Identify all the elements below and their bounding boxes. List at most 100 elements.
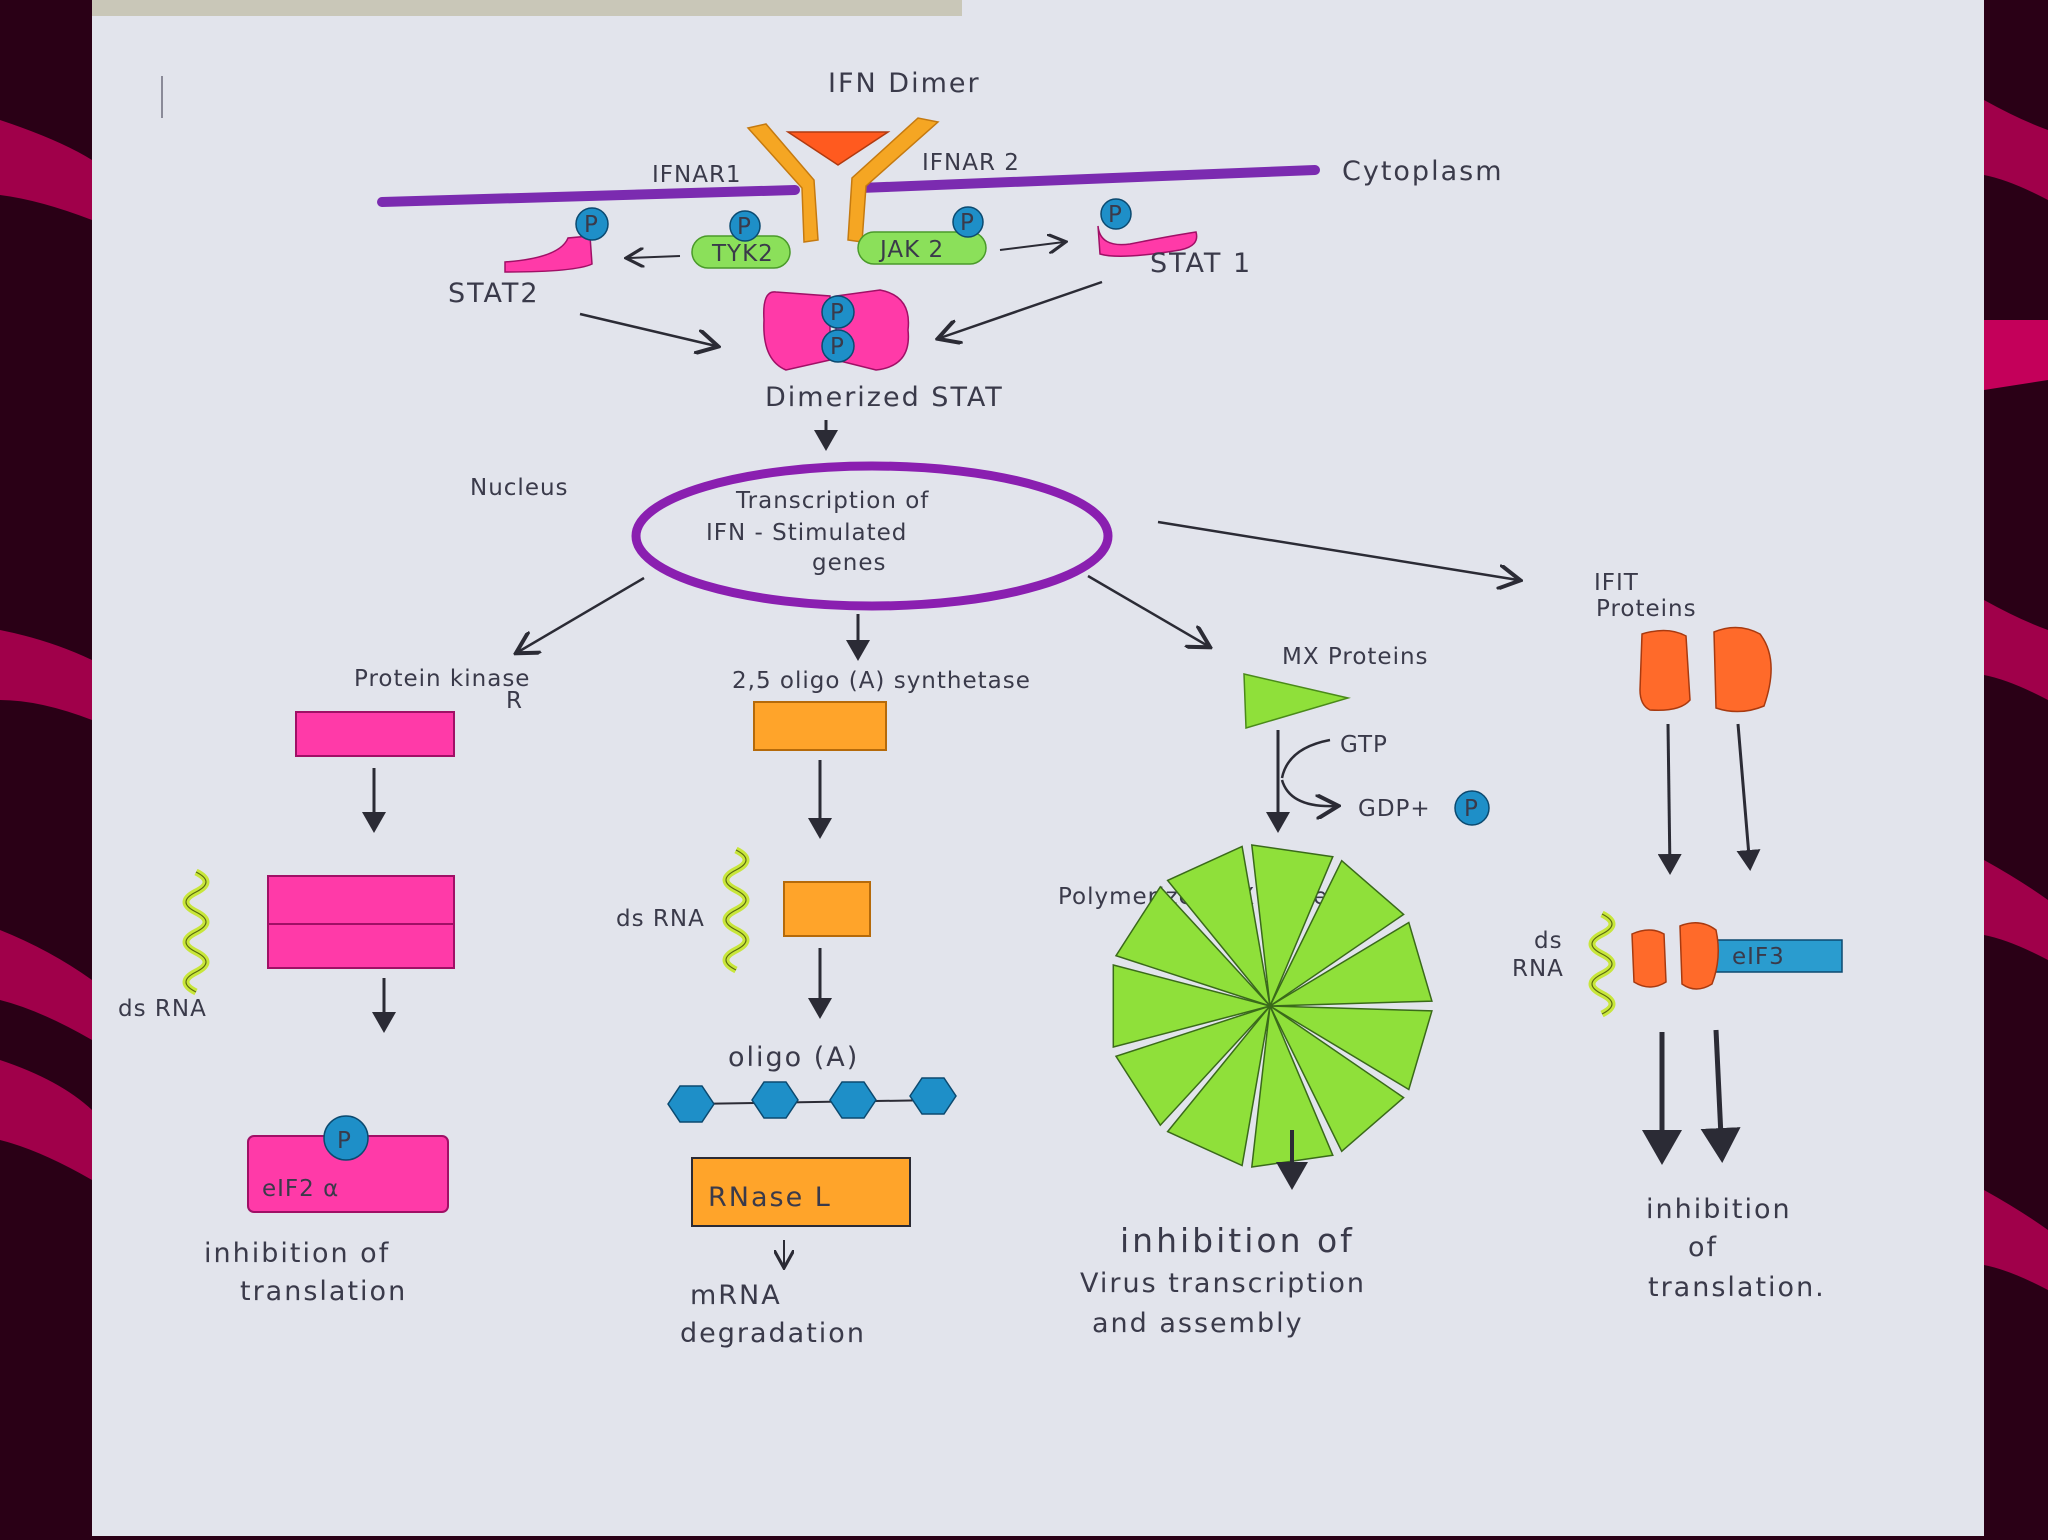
phosphate-group (821, 295, 855, 329)
transcription-line-3: genes (812, 550, 886, 576)
phosphate-label: P (960, 210, 975, 236)
stat1-label: STAT 1 (1150, 248, 1252, 279)
gtp-in-curve (1280, 738, 1331, 779)
cytoplasm-label: Cytoplasm (1342, 156, 1504, 187)
tyk2-to-stat2-arrow (628, 256, 681, 258)
mx-ring-segment (1268, 1003, 1405, 1153)
stat2-label: STAT2 (448, 278, 540, 309)
oas-title: 2,5 oligo (A) synthetase (732, 668, 1031, 694)
oas-dsrna-helix-outline (725, 849, 747, 971)
ifit-protein-left (1639, 629, 1691, 712)
eif2-label: eIF2 α (262, 1176, 339, 1202)
polymerized-mx-ring (1112, 844, 1433, 1168)
stat1-protein (1097, 225, 1198, 257)
ifnar2-label: IFNAR 2 (922, 150, 1020, 176)
ifit-result-arrow-right (1700, 1029, 1741, 1163)
ifit-result-line-2: of (1688, 1232, 1718, 1263)
background-stripe (1984, 320, 2048, 390)
nucleus-to-ifit-arrow (1157, 520, 1518, 580)
oas-result-line-2: degradation (680, 1318, 866, 1349)
rnase-l-label: RNase L (708, 1182, 832, 1213)
pkr-activated-dimer-top (267, 875, 455, 925)
ifit-dsrna-helix-outline (1591, 913, 1613, 1015)
ifit-title-line-2: Proteins (1596, 596, 1697, 622)
tyk2-label: TYK2 (711, 241, 774, 267)
oligo-unit (667, 1085, 715, 1123)
ifit-dsrna-label-1: ds (1534, 928, 1563, 954)
oas-activated (783, 881, 871, 937)
mx-ring-segment (1114, 885, 1273, 1008)
mx-ring-segment (1268, 859, 1405, 1009)
nucleus-label: Nucleus (470, 475, 569, 501)
jak2-kinase (857, 231, 987, 265)
background-stripe (0, 630, 92, 720)
phosphate-group (575, 207, 609, 241)
oas-dsrna-label: ds RNA (616, 906, 705, 932)
mx-protein (1243, 673, 1351, 729)
phosphate-group (821, 329, 855, 363)
mx-ring-segment (1114, 1004, 1273, 1127)
transcription-line-2: IFN - Stimulated (706, 520, 907, 546)
phosphate-label: P (1108, 202, 1123, 228)
nucleus-to-pkr-arrow (518, 576, 645, 652)
nucleus-transcription-ring (631, 461, 1113, 611)
jak2-label: JAK 2 (878, 237, 944, 263)
jak2-to-stat1-arrow (999, 242, 1064, 250)
oas-result-line-1: mRNA (690, 1280, 782, 1311)
mx-result-line-2: Virus transcription (1080, 1268, 1366, 1299)
mx-ring-segment (1166, 845, 1272, 1009)
pkr-result-line-1: inhibition of (204, 1238, 390, 1269)
eif3-label: eIF3 (1732, 944, 1785, 970)
gdp-phosphate-label: P (1464, 796, 1479, 822)
ifit-arrow-left (1657, 723, 1682, 875)
phosphate-label: P (584, 212, 599, 238)
background-stripe (0, 120, 92, 220)
gdp-out-curve (1280, 779, 1336, 806)
mx-ring-segment (1267, 921, 1433, 1007)
mx-result-line-1: inhibition of (1120, 1221, 1355, 1260)
background-stripe (1984, 600, 2048, 700)
background-stripe (1984, 100, 2048, 200)
ifnar1-receptor (746, 123, 819, 243)
dimerized-stat-label: Dimerized STAT (765, 382, 1004, 413)
pkr-dsrna-label: ds RNA (118, 996, 207, 1022)
oligo-unit (829, 1081, 877, 1119)
mx-title: MX Proteins (1282, 644, 1429, 670)
stat2-protein (504, 235, 593, 273)
pkr-title: Protein kinase (354, 666, 530, 692)
ifit-result-line-3: translation. (1648, 1272, 1826, 1303)
oligo-chain (689, 1099, 941, 1105)
ifit-title-line-1: IFIT (1594, 570, 1639, 596)
stat1-to-dimer-arrow (940, 280, 1103, 338)
oligo-unit (909, 1077, 957, 1115)
ifnar2-receptor (847, 117, 940, 243)
ifit-bound-left (1631, 929, 1667, 988)
eif3-complex (1705, 939, 1843, 973)
background-stripe (1984, 1190, 2048, 1290)
phosphate-label: P (830, 334, 845, 360)
eif2-phosphate (323, 1115, 369, 1161)
paper-top-edge (92, 0, 962, 16)
gdp-phosphate (1454, 790, 1490, 826)
oligo-a-label: oligo (A) (728, 1042, 859, 1073)
rnase-l (691, 1157, 911, 1227)
pkr-activated-dimer-bottom (267, 923, 455, 969)
ifit-protein-right (1713, 626, 1772, 713)
dimerized-stat-left (763, 291, 831, 371)
ifn-dimer-label: IFN Dimer (828, 68, 981, 99)
mx-ring-segment (1267, 1005, 1433, 1091)
phosphate-label: P (737, 214, 752, 240)
mx-ring-segment (1166, 1003, 1272, 1167)
oas-protein (753, 701, 887, 751)
pkr-title-suffix: R (506, 688, 523, 714)
pkr-dsrna-helix-outline (185, 871, 207, 993)
background-stripe (0, 1060, 92, 1180)
pkr-result-line-2: translation (240, 1276, 407, 1307)
cell-membrane (377, 165, 1320, 207)
ifnar1-label: IFNAR1 (652, 162, 742, 188)
phosphate-group (952, 206, 984, 238)
background-stripe (1984, 860, 2048, 960)
ifn-dimer-ligand (785, 131, 891, 166)
